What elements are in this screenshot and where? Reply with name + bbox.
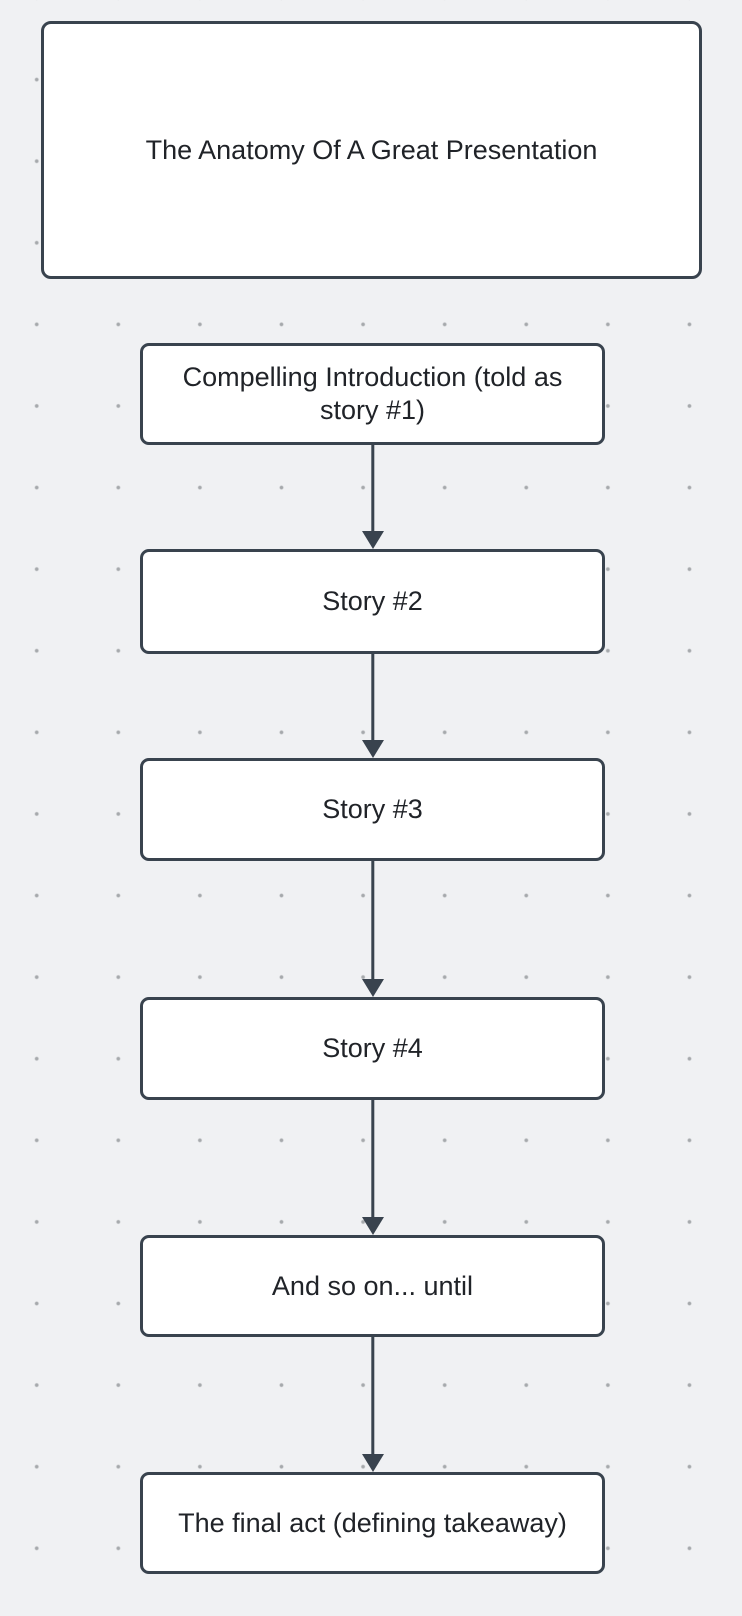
connector-line bbox=[370, 445, 375, 532]
connector-story-4-to-and-so-on[interactable] bbox=[361, 1100, 384, 1235]
node-story-3-label: Story #3 bbox=[322, 794, 423, 825]
node-final-act[interactable]: The final act (defining takeaway) bbox=[140, 1472, 605, 1574]
node-title-label: The Anatomy Of A Great Presentation bbox=[145, 134, 598, 165]
node-title[interactable]: The Anatomy Of A Great Presentation bbox=[41, 21, 702, 279]
node-and-so-on-label: And so on... until bbox=[271, 1270, 474, 1301]
connector-story-2-to-story-3[interactable] bbox=[361, 654, 384, 758]
node-story-2-label: Story #2 bbox=[322, 586, 423, 617]
connector-and-so-on-to-final-act[interactable] bbox=[361, 1337, 384, 1472]
connector-line bbox=[370, 1337, 375, 1455]
arrowhead-down-icon bbox=[361, 740, 384, 758]
node-and-so-on[interactable]: And so on... until bbox=[140, 1235, 605, 1337]
arrowhead-down-icon bbox=[361, 1217, 384, 1235]
node-story-4[interactable]: Story #4 bbox=[140, 997, 605, 1100]
connector-line bbox=[370, 861, 375, 980]
node-intro[interactable]: Compelling Introduction (told as story #… bbox=[140, 343, 605, 445]
node-story-3[interactable]: Story #3 bbox=[140, 758, 605, 861]
connector-story-3-to-story-4[interactable] bbox=[361, 861, 384, 997]
arrowhead-down-icon bbox=[361, 1454, 384, 1472]
arrowhead-down-icon bbox=[361, 979, 384, 997]
connector-intro-to-story-2[interactable] bbox=[361, 445, 384, 549]
node-story-2[interactable]: Story #2 bbox=[140, 549, 605, 654]
arrowhead-down-icon bbox=[361, 531, 384, 549]
node-intro-label: Compelling Introduction (told as story #… bbox=[182, 362, 563, 425]
node-final-act-label: The final act (defining takeaway) bbox=[178, 1507, 567, 1538]
connector-line bbox=[370, 1100, 375, 1218]
node-story-4-label: Story #4 bbox=[322, 1033, 423, 1064]
connector-line bbox=[370, 654, 375, 741]
